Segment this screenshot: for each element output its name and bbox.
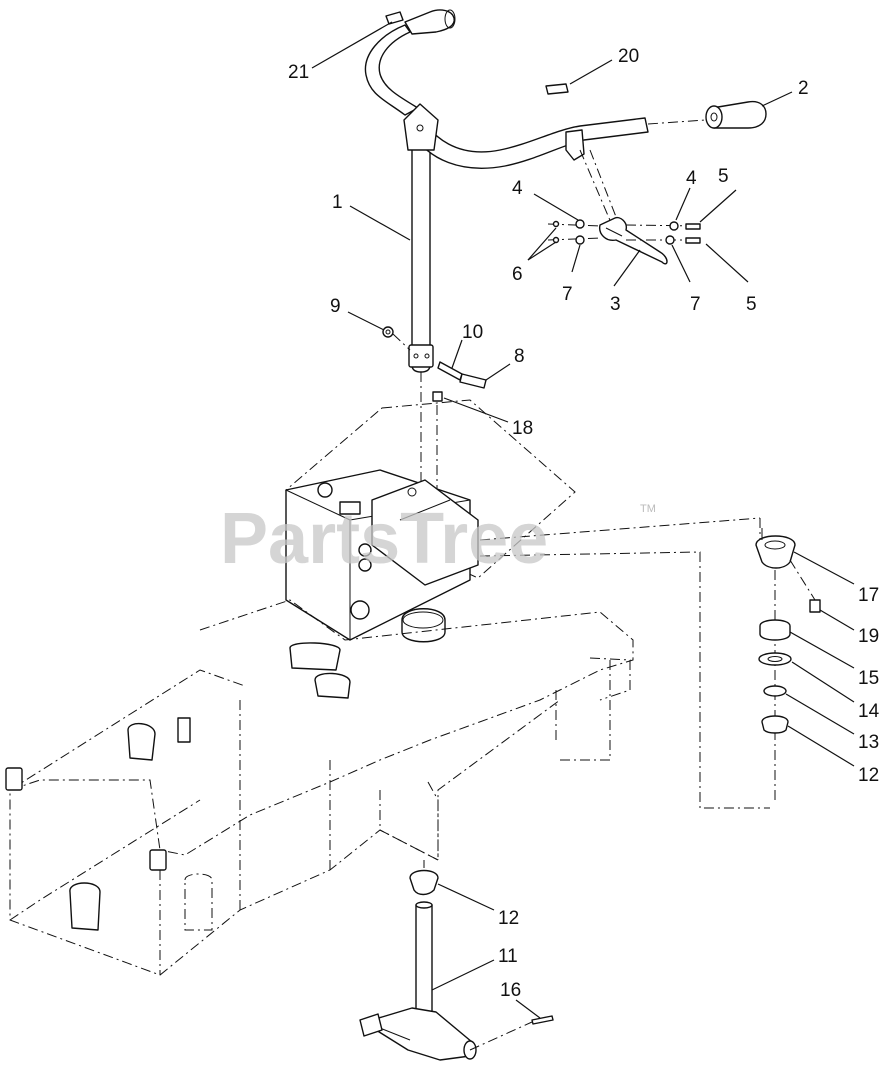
bearing-12-top xyxy=(761,715,789,734)
frame-label xyxy=(177,717,191,743)
callout-leaders xyxy=(311,21,855,1019)
screw-19 xyxy=(809,599,821,613)
screw-5-b xyxy=(685,237,701,244)
nut-15 xyxy=(759,619,791,641)
callout-5-top: 5 xyxy=(718,166,729,187)
bolt-8 xyxy=(459,373,487,389)
pin-16 xyxy=(531,1015,554,1025)
callout-15: 15 xyxy=(858,668,879,689)
callout-7-right: 7 xyxy=(690,294,701,315)
lever-bracket xyxy=(565,129,585,161)
screw-6-b xyxy=(552,236,560,244)
parking-lever xyxy=(599,216,668,265)
nut-9 xyxy=(382,326,394,338)
callout-4-right: 4 xyxy=(686,168,697,189)
post-bracket xyxy=(408,344,434,368)
washer-7-right xyxy=(665,235,675,245)
caster-fork-11 xyxy=(415,904,433,1023)
callout-6: 6 xyxy=(512,264,523,285)
callout-8: 8 xyxy=(514,346,525,367)
locknut-4-right xyxy=(669,221,679,231)
handlebar-assembly xyxy=(364,9,767,500)
screw-6-a xyxy=(552,220,560,228)
tank-label xyxy=(339,501,361,515)
callout-12-right: 12 xyxy=(858,765,879,786)
callout-18: 18 xyxy=(512,418,533,439)
callout-21: 21 xyxy=(288,62,309,83)
top-grip xyxy=(404,9,455,35)
callout-1: 1 xyxy=(332,192,343,213)
seal-13 xyxy=(763,685,787,697)
watermark-trademark: TM xyxy=(640,503,656,515)
post-hardware xyxy=(382,326,487,402)
callout-17: 17 xyxy=(858,585,879,606)
screw-5-a xyxy=(685,223,701,230)
callout-2: 2 xyxy=(798,78,809,99)
callout-12-bottom: 12 xyxy=(498,908,519,929)
callout-3: 3 xyxy=(610,294,621,315)
steering-post xyxy=(411,144,431,373)
caster-fork xyxy=(359,860,554,1061)
watermark-brand: PartsTree xyxy=(220,499,548,579)
callout-11: 11 xyxy=(498,946,518,967)
caster-hardware-stack xyxy=(479,517,821,809)
lever-assembly xyxy=(547,216,701,265)
callout-5-bottom: 5 xyxy=(746,294,757,315)
bolt-10 xyxy=(437,361,463,381)
nut-18 xyxy=(432,391,443,402)
callout-9: 9 xyxy=(330,296,341,317)
handlebar-clamp xyxy=(403,103,439,151)
callout-14: 14 xyxy=(858,701,880,722)
decal-21 xyxy=(385,11,404,25)
handlebar-left xyxy=(364,24,419,116)
callout-7-left: 7 xyxy=(562,284,573,305)
callout-10: 10 xyxy=(462,322,483,343)
frame xyxy=(5,599,634,976)
bearing-12-bottom xyxy=(409,869,439,896)
washer-7 xyxy=(575,235,585,245)
grip-2 xyxy=(711,100,767,129)
upper-bearing-housing xyxy=(401,608,446,643)
washer-14 xyxy=(758,652,792,666)
handlebar-right xyxy=(411,107,649,169)
callout-labels: 21 20 2 1 4 4 5 6 7 3 7 5 9 10 8 18 17 1… xyxy=(288,46,880,1001)
callout-20: 20 xyxy=(618,46,639,67)
locknut-4 xyxy=(575,219,585,229)
decal-20 xyxy=(545,83,569,95)
console-assembly xyxy=(285,399,576,643)
callout-19: 19 xyxy=(858,626,879,647)
callout-16: 16 xyxy=(500,980,521,1001)
callout-4-left: 4 xyxy=(512,178,523,199)
callout-13: 13 xyxy=(858,732,879,753)
